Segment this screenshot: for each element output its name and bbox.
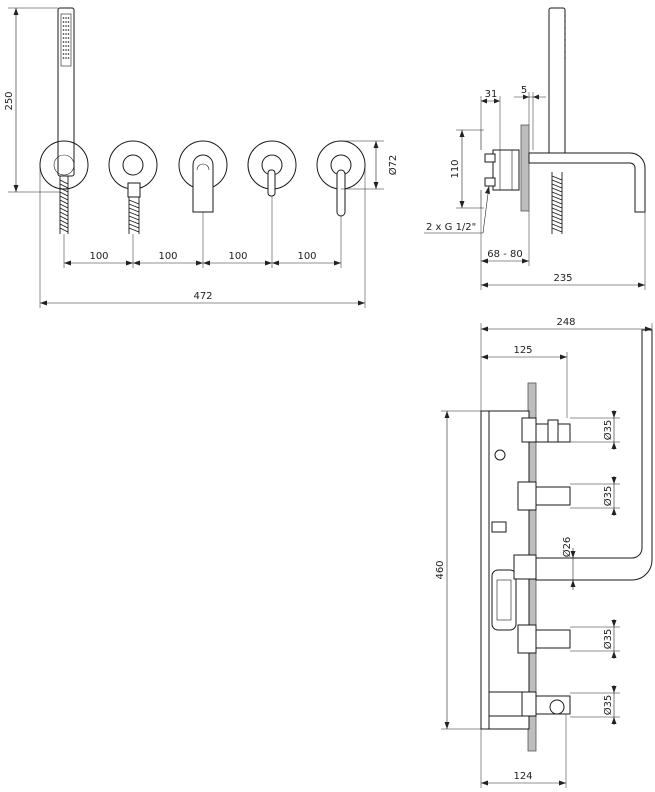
dim-spacing: 100 100 100 100 xyxy=(63,196,342,268)
dim-248: 248 xyxy=(480,317,653,411)
side-inlet-top xyxy=(484,153,496,163)
dim-125: 125 xyxy=(481,345,568,418)
side-body xyxy=(492,149,520,191)
dim-110-label: 110 xyxy=(450,159,461,178)
dim-spacing-1: 100 xyxy=(89,251,108,262)
dim-diam-spout-label: Ø26 xyxy=(561,537,573,558)
plan-valve-1 xyxy=(521,417,571,443)
dim-total-472-label: 472 xyxy=(193,291,212,302)
side-spout xyxy=(528,152,646,213)
dim-diameter-72: Ø72 xyxy=(341,140,399,190)
hand-shower xyxy=(57,7,75,177)
dim-diameter-72-label: Ø72 xyxy=(387,155,399,176)
plan-block xyxy=(491,521,507,533)
plan-diverter xyxy=(491,569,517,631)
dim-diam-2: Ø35 xyxy=(570,476,620,516)
dim-diam-4: Ø35 xyxy=(570,619,620,659)
dim-diam-5-label: Ø35 xyxy=(602,695,614,716)
side-hand-shower xyxy=(548,7,566,159)
dim-diam-spout: Ø26 xyxy=(561,537,576,590)
hose-connector xyxy=(127,182,141,198)
dim-height-250-label: 250 xyxy=(4,91,15,110)
dim-total-472: 472 xyxy=(39,165,366,308)
dim-110: 110 xyxy=(450,129,484,209)
dim-spacing-3: 100 xyxy=(228,251,247,262)
dim-460-label: 460 xyxy=(435,560,446,579)
dim-diam-1-label: Ø35 xyxy=(602,420,614,441)
front-view: 250 Ø72 100 100 xyxy=(4,7,399,308)
side-wall-plate xyxy=(520,124,530,212)
plan-spout-valve xyxy=(513,329,653,581)
rosette-2-inner xyxy=(122,154,144,176)
dim-68-80: 68 - 80 xyxy=(480,208,530,266)
dim-31: 31 xyxy=(480,89,501,150)
dim-235: 235 xyxy=(480,212,646,290)
dim-68-80-label: 68 - 80 xyxy=(487,249,522,260)
plan-valve-2 xyxy=(517,481,571,511)
dim-125-label: 125 xyxy=(513,345,532,356)
rosette-1-inner xyxy=(53,154,75,176)
plan-valve-5 xyxy=(488,691,571,717)
dim-31-label: 31 xyxy=(485,89,498,100)
plan-view: 248 125 460 Ø35 xyxy=(435,317,653,788)
plan-valve-4 xyxy=(517,624,571,654)
dim-124: 124 xyxy=(480,714,567,788)
dim-height-250: 250 xyxy=(4,7,60,193)
spout-front xyxy=(192,154,214,213)
shower-nozzle-pattern xyxy=(62,17,70,59)
dim-5-label: 5 xyxy=(521,85,527,96)
dim-spacing-2: 100 xyxy=(158,251,177,262)
side-hose xyxy=(551,172,563,234)
dim-spacing-4: 100 xyxy=(297,251,316,262)
dim-connection-label: 2 x G 1/2" xyxy=(426,222,476,233)
dim-235-label: 235 xyxy=(553,273,572,284)
dim-diam-1: Ø35 xyxy=(570,410,620,450)
dim-connection: 2 x G 1/2" xyxy=(424,185,490,234)
lever-5 xyxy=(336,169,346,217)
dim-124-label: 124 xyxy=(513,771,532,782)
rosette-2 xyxy=(108,140,158,190)
dim-diam-5: Ø35 xyxy=(570,685,620,725)
plan-port-1 xyxy=(494,449,506,461)
dim-5: 5 xyxy=(514,85,546,150)
dim-248-label: 248 xyxy=(556,317,575,328)
side-view: 31 5 110 2 x G 1/2" xyxy=(424,7,646,290)
dim-diam-4-label: Ø35 xyxy=(602,629,614,650)
dim-diam-2-label: Ø35 xyxy=(602,486,614,507)
lever-4 xyxy=(267,169,276,197)
hose-1 xyxy=(59,176,69,234)
hose-2 xyxy=(128,197,140,234)
side-inlet-bottom xyxy=(484,177,496,187)
side-shower-nozzles xyxy=(564,15,566,59)
